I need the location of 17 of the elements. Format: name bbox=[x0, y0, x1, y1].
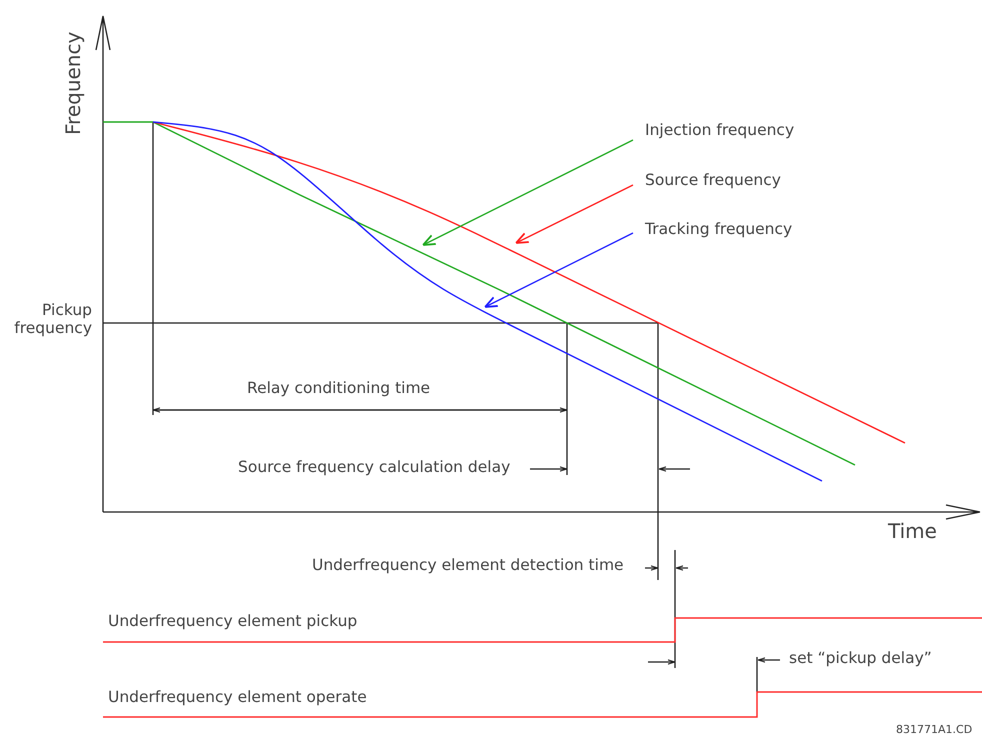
interval-label: Source frequency calculation delay bbox=[238, 459, 510, 477]
leader-arrow bbox=[515, 184, 634, 244]
leader-arrow bbox=[422, 139, 634, 246]
curve-label: Injection frequency bbox=[645, 122, 794, 140]
interval-label: Underfrequency element detection time bbox=[312, 557, 624, 575]
axis-title: Time bbox=[888, 520, 937, 543]
interval-label: set “pickup delay” bbox=[789, 650, 932, 668]
source-frequency-curve bbox=[152, 121, 906, 444]
curve-label: Source frequency bbox=[645, 172, 781, 190]
signal-label: Underfrequency element pickup bbox=[108, 613, 358, 631]
figure-number: 831771A1.CD bbox=[896, 724, 972, 737]
leader-arrow bbox=[484, 232, 634, 308]
curve-label: Tracking frequency bbox=[645, 221, 792, 239]
level-label: Pickup frequency bbox=[13, 302, 92, 338]
signal-label: Underfrequency element operate bbox=[108, 689, 367, 707]
interval-label: Relay conditioning time bbox=[247, 380, 430, 398]
axis-title: Frequency bbox=[62, 32, 85, 135]
